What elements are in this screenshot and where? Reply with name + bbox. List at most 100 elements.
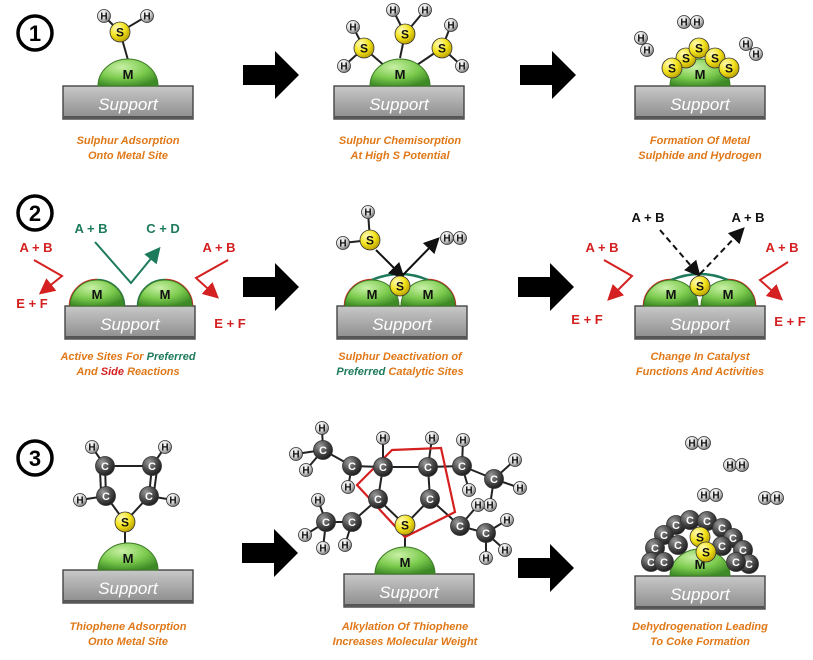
carbon-atom-label: C xyxy=(379,462,387,474)
preferred-products-label: C + D xyxy=(146,221,180,236)
caption-fragment: Active Sites For xyxy=(59,351,146,363)
metal-site xyxy=(344,279,400,307)
overlay-layer: 123 xyxy=(16,14,789,592)
caption-line-2: Sulphide and Hydrogen xyxy=(638,150,762,162)
sulfur-atom xyxy=(394,514,416,536)
hydrogen-atom-label: H xyxy=(161,443,168,454)
support-block xyxy=(343,573,475,608)
support-label: Support xyxy=(100,315,161,334)
sulfur-atom-label: S xyxy=(401,27,409,41)
hydrogen-atom-label: H xyxy=(292,450,299,461)
sulfur-atom xyxy=(394,23,416,45)
support-block xyxy=(62,569,194,604)
hydrogen-atom xyxy=(749,47,763,61)
metal-label: M xyxy=(123,67,134,82)
step-number: 2 xyxy=(29,201,41,226)
hydrogen-atom-label: H xyxy=(458,62,465,73)
caption-line-1: Active Sites For Preferred xyxy=(59,351,195,363)
carbon-atom-label: C xyxy=(101,461,109,473)
hydrogen-atom xyxy=(73,493,87,507)
hydrogen-atom-label: H xyxy=(693,18,700,29)
caption-line-2: To Coke Formation xyxy=(650,636,750,648)
sulfur-atom-label: S xyxy=(366,233,374,247)
hydrogen-atom xyxy=(166,493,180,507)
reactants-label: A + B xyxy=(202,240,235,255)
caption-fragment: Sulphide and Hydrogen xyxy=(638,150,762,162)
caption-line-1: Dehydrogenation Leading xyxy=(632,621,768,633)
carbon-atom-label: C xyxy=(647,557,655,569)
hydrogen-atom xyxy=(298,528,312,542)
process-arrow xyxy=(520,51,576,99)
hydrogen-atom xyxy=(697,436,711,450)
carbon-atom-label: C xyxy=(651,543,659,555)
sulfur-atom-label: S xyxy=(121,515,129,529)
carbon-atom-label: C xyxy=(426,494,434,506)
step-number-badge xyxy=(16,194,54,232)
hydrogen-atom xyxy=(386,3,400,17)
carbon-atom xyxy=(668,535,688,555)
caption-fragment: Alkylation Of Thiophene xyxy=(341,621,469,633)
hydrogen-atom xyxy=(444,18,458,32)
hydrogen-atom xyxy=(316,541,330,555)
caption-fragment: And xyxy=(75,366,100,378)
sulfur-atom xyxy=(353,37,375,59)
support-label: Support xyxy=(379,583,440,602)
carbon-atom xyxy=(142,456,162,476)
carbon-atom-label: C xyxy=(718,523,726,535)
carbon-atom-label: C xyxy=(102,491,110,503)
hydrogen-atom-label: H xyxy=(364,208,371,219)
hydrogen-atom xyxy=(453,231,467,245)
caption-line-2: And Side Reactions xyxy=(75,366,179,378)
support-block xyxy=(62,85,194,120)
hydrogen-atom xyxy=(85,440,99,454)
hydrogen-atom xyxy=(336,236,350,250)
hydrogen-atom-label: H xyxy=(318,424,325,435)
reaction-arrow xyxy=(194,259,229,299)
hydrogen-atom-label: H xyxy=(712,491,719,502)
sulfur-atom xyxy=(431,37,453,59)
metal-site xyxy=(374,546,436,575)
sulfur-atom-label: S xyxy=(401,518,409,532)
hydrogen-atom xyxy=(513,481,527,495)
hydrogen-atom xyxy=(709,488,723,502)
sulfur-atom-label: S xyxy=(668,61,676,75)
hydrogen-atom-label: H xyxy=(465,486,472,497)
caption-line-2: Increases Molecular Weight xyxy=(333,636,479,648)
reaction-arrow xyxy=(603,259,634,301)
hydrogen-atom xyxy=(500,513,514,527)
process-arrow xyxy=(518,263,574,311)
carbon-atom-label: C xyxy=(145,491,153,503)
reactants-label: A + B xyxy=(631,210,664,225)
hydrogen-atom-label: H xyxy=(456,234,463,245)
carbon-atom xyxy=(373,457,393,477)
sulfur-atom-label: S xyxy=(711,51,719,65)
sulfur-atom-label: S xyxy=(696,530,704,544)
sulfur-atom xyxy=(718,57,740,79)
hydrogen-atom xyxy=(418,3,432,17)
caption-fragment: Change In Catalyst xyxy=(650,351,750,363)
hydrogen-atom-label: H xyxy=(443,234,450,245)
metal-label: M xyxy=(695,67,706,82)
metal-label: M xyxy=(400,555,411,570)
carbon-atom-label: C xyxy=(424,462,432,474)
carbon-atom xyxy=(95,456,115,476)
caption-line-1: Alkylation Of Thiophene xyxy=(341,621,469,633)
sulfur-atom xyxy=(389,275,411,297)
caption-line-2: At High S Potential xyxy=(350,150,451,162)
sulfur-atom-label: S xyxy=(116,25,124,39)
support-block xyxy=(634,305,766,340)
hydrogen-atom xyxy=(498,543,512,557)
support-label: Support xyxy=(369,95,430,114)
hydrogen-atom-label: H xyxy=(76,496,83,507)
carbon-atom-label: C xyxy=(490,474,498,486)
hydrogen-atom xyxy=(361,205,375,219)
support-label: Support xyxy=(670,95,731,114)
side-products-label: E + F xyxy=(774,314,805,329)
hydrogen-atom-label: H xyxy=(100,12,107,23)
hydrogen-atom xyxy=(376,431,390,445)
caption-fragment: Onto Metal Site xyxy=(88,636,168,648)
carbon-atom-label: C xyxy=(482,528,490,540)
